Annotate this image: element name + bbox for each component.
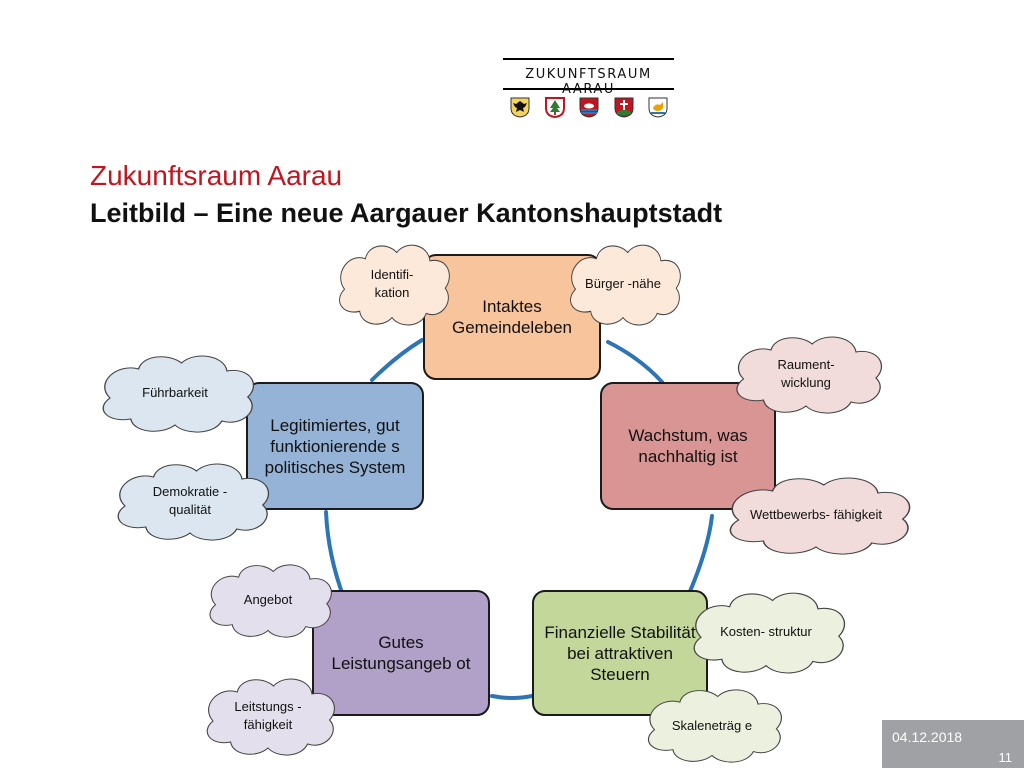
box-label: Finanzielle Stabilität bei attraktiven S… xyxy=(544,622,696,684)
box-gutes-leistungsangebot: Gutes Leistungsangeb ot xyxy=(312,590,490,716)
footer-date: 04.12.2018 xyxy=(892,729,963,745)
cross-crest-icon xyxy=(614,97,633,118)
tree-crest-icon xyxy=(544,97,565,118)
cloud-label-fuehrbarkeit: Führbarkeit xyxy=(142,385,208,400)
ring-segment-bottom xyxy=(490,694,534,700)
cloud-label-wettbewerbsfaehigkeit: Wettbewerbs- fähigkeit xyxy=(750,507,882,522)
crest-row xyxy=(509,96,669,118)
logo-top-rule xyxy=(503,58,674,60)
bird-crest-icon xyxy=(648,97,668,118)
title-line-2: Leitbild – Eine neue Aargauer Kantonshau… xyxy=(90,198,723,228)
swan-crest-icon xyxy=(579,97,599,118)
ring-segment-right-bottom xyxy=(686,514,714,598)
cloud-label-raumentwicklung: Raument- wicklung xyxy=(777,357,835,390)
box-label: Gutes Leistungsangeb ot xyxy=(331,633,471,673)
cloud-label-demokratiequalitaet: Demokratie -qualität xyxy=(152,484,228,517)
box-label: Wachstum, was nachhaltig ist xyxy=(628,426,748,466)
cloud-label-skalenertraege: Skaleneträg e xyxy=(671,718,753,733)
cloud-label-leistungsfaehigkeit: Leitstungs -fähigkeit xyxy=(234,699,302,732)
footer-panel: 04.12.2018 11 xyxy=(882,720,1024,768)
footer-page-number: 11 xyxy=(998,750,1013,765)
cloud-label-angebot: Angebot xyxy=(243,592,293,607)
ring-segment-top-left xyxy=(370,338,424,382)
eagle-crest-icon xyxy=(510,97,530,118)
ring-segment-top-right xyxy=(606,340,664,384)
title-line-1: Zukunftsraum Aarau xyxy=(90,160,343,191)
cloud-label-identifikation: Identifi- kation xyxy=(370,267,414,300)
cloud-label-kostenstruktur: Kosten- struktur xyxy=(720,624,812,639)
box-label: Intaktes Gemeindeleben xyxy=(451,297,573,337)
box-label: Legitimiertes, gut funktionierende s pol… xyxy=(264,415,406,477)
cloud-label-buergernaehe: Bürger -nähe xyxy=(585,276,661,291)
box-wachstum: Wachstum, was nachhaltig ist xyxy=(600,382,776,510)
box-legitimiertes-system: Legitimiertes, gut funktionierende s pol… xyxy=(246,382,424,510)
logo-middle-rule xyxy=(503,88,674,90)
logo: ZUKUNFTSRAUM AARAU xyxy=(503,58,674,122)
ring-segment-left-bottom xyxy=(324,510,346,600)
